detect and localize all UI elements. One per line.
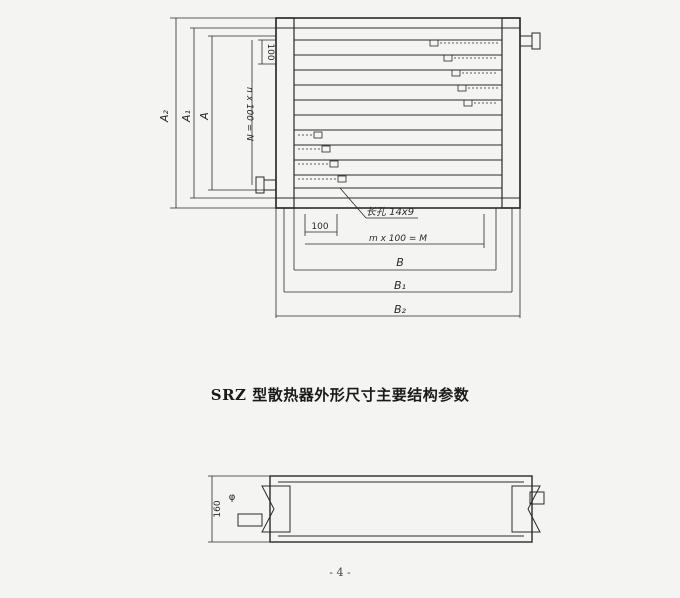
fin-details-lower (298, 131, 347, 183)
left-side-plate (275, 17, 295, 209)
label-m-formula: m x 100 = M (369, 234, 427, 244)
label-B: B (396, 256, 404, 269)
front-view (255, 17, 541, 209)
outlet-pipe (255, 176, 277, 194)
label-A: A (198, 112, 211, 121)
label-side-height: 160 (213, 500, 223, 517)
page-number: - 4 - (329, 566, 351, 579)
outer-frame (275, 17, 521, 209)
vertical-dimensions (170, 17, 276, 209)
label-pitch-vertical: 100 (265, 43, 275, 60)
label-slot: 长孔 14x9 (366, 206, 414, 218)
label-B1: B₁ (394, 279, 406, 292)
side-view (208, 475, 545, 543)
label-A2: A₂ (158, 109, 171, 123)
horizontal-dimensions (275, 187, 521, 318)
heat-pipes (294, 39, 502, 189)
fin-details-upper (429, 39, 498, 107)
label-side-phi: φ (229, 492, 236, 503)
right-side-plate (501, 17, 521, 209)
label-n-formula: n x 100 = N (244, 87, 254, 141)
inlet-pipe (519, 32, 541, 50)
label-A1: A₁ (180, 110, 193, 123)
label-pitch-horizontal: 100 (311, 222, 328, 232)
figure-caption: SRZ 型散热器外形尺寸主要结构参数 (210, 386, 470, 404)
label-B2: B₂ (394, 303, 407, 316)
